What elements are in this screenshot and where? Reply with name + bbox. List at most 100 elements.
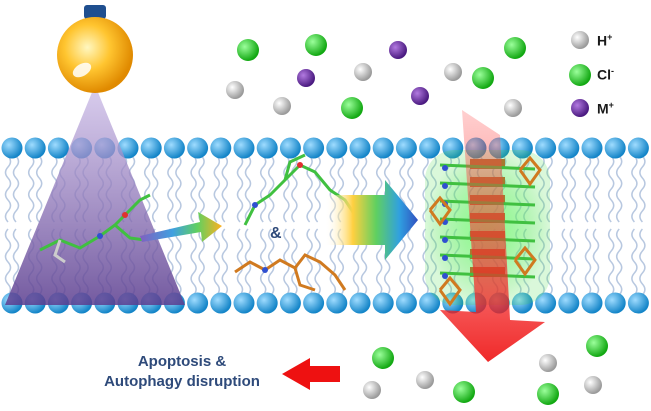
lipid-head <box>187 292 209 314</box>
lipid-tail <box>306 228 313 296</box>
lipid-head <box>535 292 557 314</box>
lipid-tail <box>198 228 205 296</box>
lipid-tail <box>236 155 244 223</box>
lipid-tail <box>569 155 577 223</box>
lipid-tail <box>259 155 267 223</box>
lipid-head <box>627 137 649 159</box>
lipid-head <box>419 292 441 314</box>
lipid-tail <box>151 155 159 223</box>
outcome-arrow <box>282 358 340 390</box>
channel-atom <box>442 237 448 243</box>
lipid-head <box>326 137 348 159</box>
lipid-tail <box>615 155 623 223</box>
lipid-tail <box>407 228 414 296</box>
lipid-head <box>558 137 580 159</box>
lipid-head <box>163 137 185 159</box>
legend-h-label: H <box>597 32 608 49</box>
lipid-tail <box>244 155 252 223</box>
channel-orange-ring <box>438 275 462 307</box>
legend-h: H+ <box>597 32 612 49</box>
lipid-head <box>349 137 371 159</box>
lipid-tail <box>4 228 12 296</box>
channel-atom <box>442 273 448 279</box>
lipid-tail <box>399 228 406 296</box>
lipid-tail <box>190 155 197 223</box>
lipid-tail <box>221 155 229 223</box>
outcome-line2: Autophagy disruption <box>104 373 260 390</box>
proton-ion <box>539 354 557 372</box>
lipid-tail <box>592 228 600 296</box>
lipid-tail <box>631 155 638 223</box>
lipid-tail <box>639 155 646 223</box>
active-molecule-orange <box>234 253 347 292</box>
proton-ion <box>504 99 522 117</box>
lipid-head <box>47 137 69 159</box>
lipid-head <box>233 137 255 159</box>
lipid-head <box>326 292 348 314</box>
legend-cl-charge: - <box>611 66 614 76</box>
cation-ion <box>411 87 429 105</box>
proton-ion <box>273 97 291 115</box>
lipid-head <box>395 137 417 159</box>
lipid-tail <box>615 228 623 296</box>
lipid-head <box>372 292 394 314</box>
light-cone <box>5 85 185 305</box>
lipid-tail <box>267 155 275 223</box>
lipid-head <box>372 137 394 159</box>
lipid-tail <box>314 155 321 223</box>
chloride-ion <box>586 335 608 357</box>
lipid-head <box>210 292 232 314</box>
lipid-tail <box>306 155 313 223</box>
cation-ion <box>389 41 407 59</box>
lamp-icon <box>57 5 133 93</box>
lipid-tail <box>175 228 182 296</box>
legend-cation-icon <box>571 99 589 117</box>
lipid-head <box>233 292 255 314</box>
outcome-line1: Apoptosis & <box>137 353 227 370</box>
lipid-head <box>279 137 301 159</box>
lipid-tail <box>267 228 275 296</box>
legend-proton-icon <box>571 31 589 49</box>
lipid-tail <box>221 228 229 296</box>
chloride-ion <box>472 67 494 89</box>
chloride-ion <box>504 37 526 59</box>
proton-ion <box>444 63 462 81</box>
inactive-molecule <box>39 193 151 264</box>
lipid-head <box>1 137 23 159</box>
chloride-ion <box>453 381 475 403</box>
lipid-tail <box>236 228 244 296</box>
lipid-head <box>256 137 278 159</box>
lipid-head <box>604 292 626 314</box>
lipid-tail <box>143 155 151 223</box>
chloride-ion <box>537 383 559 405</box>
lipid-head <box>187 137 209 159</box>
legend-cl-label: Cl <box>597 66 611 83</box>
cation-ion <box>297 69 315 87</box>
channel-orange-ring <box>428 195 452 227</box>
lipid-tail <box>561 155 569 223</box>
lipid-tail <box>190 228 197 296</box>
channel-atom <box>442 183 448 189</box>
proton-ion <box>584 376 602 394</box>
lipid-tail <box>607 155 615 223</box>
lipid-tail <box>592 155 600 223</box>
legend-m-charge: + <box>608 100 614 110</box>
lipid-head <box>210 137 232 159</box>
proton-ion <box>416 371 434 389</box>
legend-h-charge: + <box>607 32 613 42</box>
lipid-tail <box>213 155 221 223</box>
lipid-head <box>604 137 626 159</box>
lipid-tail <box>175 155 182 223</box>
molecule-joiner: & <box>270 225 282 242</box>
lipid-head <box>581 137 603 159</box>
lipid-head <box>581 292 603 314</box>
lipid-tail <box>283 155 290 223</box>
lipid-tail <box>584 155 592 223</box>
lipid-head <box>303 292 325 314</box>
lipid-tail <box>35 155 43 223</box>
lipid-tail <box>291 228 298 296</box>
legend-chloride-icon <box>569 64 591 86</box>
channel-orange-ring <box>513 245 537 277</box>
legend-m-label: M <box>597 100 609 117</box>
